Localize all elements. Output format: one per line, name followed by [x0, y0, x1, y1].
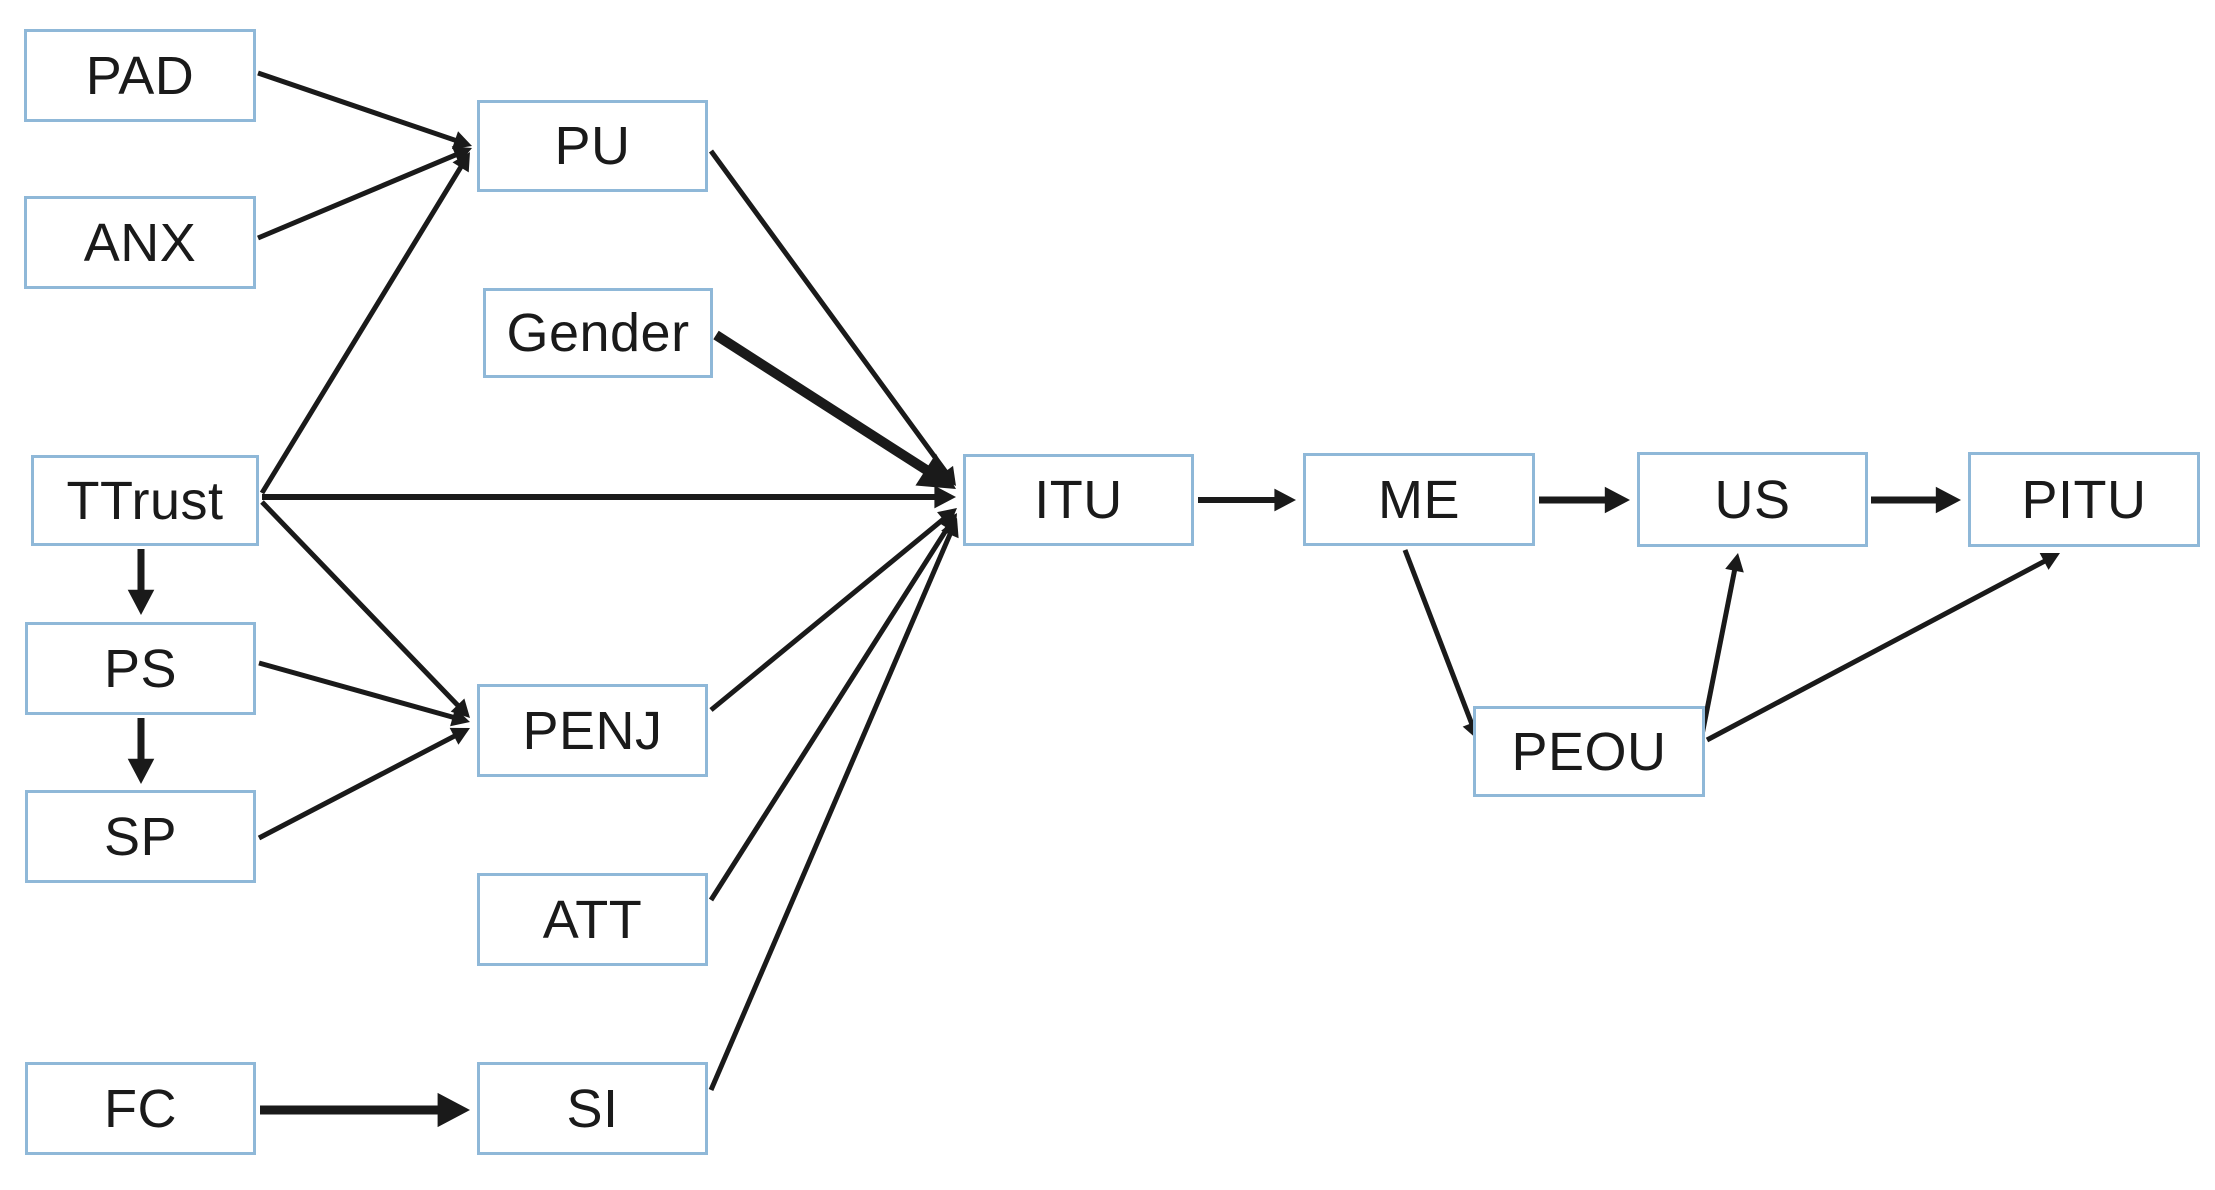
- edge-gender-to-itu: [713, 330, 956, 489]
- arrowhead: [941, 518, 959, 539]
- node-itu[interactable]: ITU: [963, 454, 1194, 546]
- edge-att-to-itu: [708, 513, 957, 902]
- node-label-si: SI: [566, 1078, 619, 1139]
- node-label-itu: ITU: [1034, 470, 1123, 530]
- edge-ttrust-to-ps: [127, 549, 155, 615]
- node-gender[interactable]: Gender: [483, 288, 713, 378]
- arrowhead: [450, 698, 470, 718]
- arrowhead: [1274, 488, 1296, 512]
- node-label-pad: PAD: [85, 45, 195, 106]
- node-label-anx: ANX: [83, 212, 197, 273]
- arrowhead: [451, 146, 472, 164]
- arrowhead: [934, 485, 956, 509]
- node-me[interactable]: ME: [1303, 453, 1535, 546]
- edge-si-to-itu: [708, 518, 959, 1091]
- node-fc[interactable]: FC: [25, 1062, 256, 1155]
- arrowhead: [915, 453, 956, 489]
- arrowhead: [1604, 486, 1630, 514]
- arrowhead: [937, 508, 957, 527]
- node-anx[interactable]: ANX: [24, 196, 256, 289]
- edge-fc-to-si: [260, 1092, 470, 1128]
- node-ps[interactable]: PS: [25, 622, 256, 715]
- edge-ps-to-penj: [258, 660, 470, 727]
- node-label-me: ME: [1378, 469, 1460, 530]
- node-label-penj: PENJ: [522, 700, 663, 761]
- node-label-gender: Gender: [506, 303, 690, 363]
- node-label-ttrust: TTrust: [66, 470, 224, 531]
- node-pu[interactable]: PU: [477, 100, 708, 192]
- node-label-ps: PS: [103, 638, 178, 699]
- node-att[interactable]: ATT: [477, 873, 708, 966]
- edge-pad-to-pu: [257, 70, 472, 150]
- edge-anx-to-pu: [257, 146, 472, 241]
- edge-me-to-us: [1539, 486, 1630, 514]
- arrowhead: [939, 513, 957, 534]
- node-sp[interactable]: SP: [25, 790, 256, 883]
- edge-peou-to-pitu: [1705, 553, 2060, 743]
- node-pitu[interactable]: PITU: [1968, 452, 2200, 547]
- node-ttrust[interactable]: TTrust: [31, 455, 259, 546]
- edge-ttrust-to-penj: [260, 500, 470, 718]
- arrowhead: [127, 589, 155, 615]
- edge-me-to-peou: [1402, 549, 1481, 740]
- arrowhead: [1935, 486, 1961, 514]
- arrowhead: [937, 465, 956, 486]
- arrowhead: [2039, 553, 2060, 570]
- arrowhead: [437, 1092, 470, 1128]
- arrowhead: [451, 131, 472, 150]
- edge-sp-to-penj: [257, 727, 470, 841]
- arrowhead: [1725, 553, 1744, 573]
- node-si[interactable]: SI: [477, 1062, 708, 1155]
- arrowhead: [452, 152, 470, 173]
- edge-itu-to-me: [1198, 488, 1296, 512]
- edge-pu-to-itu: [708, 149, 956, 486]
- edge-ttrust-to-pu: [259, 152, 470, 495]
- node-label-att: ATT: [542, 889, 643, 950]
- node-label-fc: FC: [104, 1078, 177, 1139]
- edge-penj-to-itu: [709, 508, 957, 712]
- node-label-pitu: PITU: [2021, 469, 2147, 530]
- node-label-pu: PU: [554, 116, 631, 176]
- node-label-peou: PEOU: [1511, 721, 1667, 782]
- node-label-us: US: [1714, 469, 1791, 530]
- arrowhead: [450, 708, 470, 727]
- node-label-sp: SP: [103, 806, 178, 867]
- arrowhead: [449, 727, 470, 745]
- edge-peou-to-us: [1699, 553, 1744, 736]
- arrowhead: [127, 758, 155, 784]
- node-penj[interactable]: PENJ: [477, 684, 708, 777]
- node-us[interactable]: US: [1637, 452, 1868, 547]
- edge-us-to-pitu: [1871, 486, 1961, 514]
- edge-ps-to-sp: [127, 718, 155, 784]
- edge-ttrust-to-itu: [262, 485, 956, 509]
- node-peou[interactable]: PEOU: [1473, 706, 1705, 797]
- node-pad[interactable]: PAD: [24, 29, 256, 122]
